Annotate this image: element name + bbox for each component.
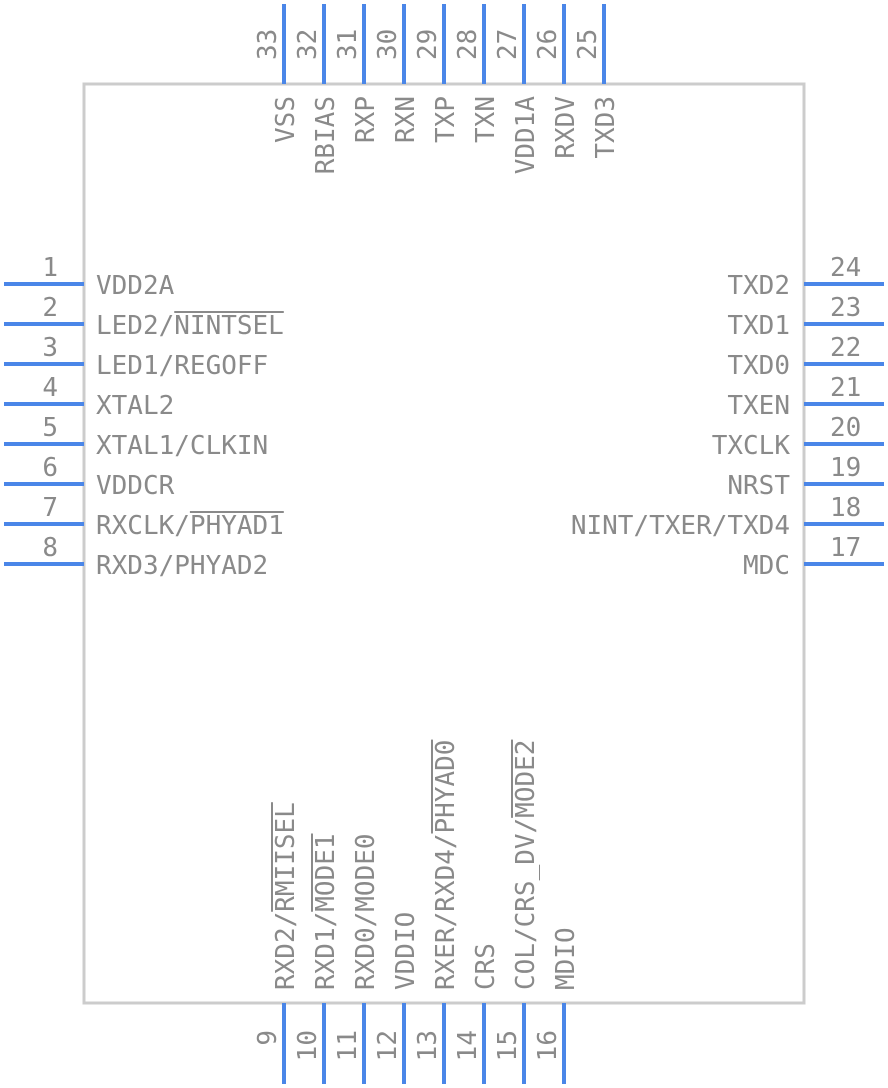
pin-label: NRST [727, 471, 790, 501]
pin-label: VDDCR [96, 471, 175, 501]
pin-number: 26 [533, 29, 563, 60]
pin-number: 27 [493, 29, 523, 60]
pin-label: MDIO [551, 927, 581, 990]
pin-label: VDD1A [511, 96, 541, 175]
pin-label: RXER/RXD4/PHYAD0 [431, 740, 461, 990]
pin-label: RXDV [551, 96, 581, 159]
pin-label: MDC [743, 551, 790, 581]
pin-number: 32 [293, 29, 323, 60]
pin-label: VSS [271, 96, 301, 143]
pin-label: XTAL1/CLKIN [96, 431, 268, 461]
pin-number: 12 [373, 1030, 403, 1061]
pin-number: 15 [493, 1030, 523, 1061]
pin-number: 10 [293, 1030, 323, 1061]
pin-number: 17 [830, 533, 861, 563]
pin-label: RXCLK/PHYAD1 [96, 511, 284, 541]
pin-number: 8 [42, 533, 58, 563]
pin-label: XTAL2 [96, 391, 174, 421]
pin-number: 5 [42, 413, 58, 443]
pin-label: RXN [391, 96, 421, 143]
pin-label: TXN [471, 96, 501, 143]
pin-number: 28 [453, 29, 483, 60]
pin-label: TXP [431, 96, 461, 143]
pin-label: TXD3 [591, 96, 621, 159]
pin-number: 1 [42, 253, 58, 283]
pin-label: LED1/REGOFF [96, 351, 268, 381]
pin-number: 11 [333, 1030, 363, 1061]
pin-number: 14 [453, 1030, 483, 1061]
pin-number: 31 [333, 29, 363, 60]
pin-label: LED2/NINTSEL [96, 311, 284, 341]
pin-label: TXD0 [727, 351, 790, 381]
pin-label: RXD1/MODE1 [311, 833, 341, 990]
pin-label: COL/CRS_DV/MODE2 [511, 740, 541, 990]
pin-number: 9 [253, 1030, 283, 1046]
pin-number: 33 [253, 29, 283, 60]
pin-number: 7 [42, 493, 58, 523]
pin-label: RXD3/PHYAD2 [96, 551, 268, 581]
pin-number: 20 [830, 413, 861, 443]
pin-label: RXD2/RMIISEL [271, 802, 301, 990]
pin-number: 3 [42, 333, 58, 363]
pin-number: 30 [373, 29, 403, 60]
pin-number: 29 [413, 29, 443, 60]
pin-label: TXEN [727, 391, 790, 421]
pin-label: TXD1 [727, 311, 790, 341]
pin-number: 6 [42, 453, 58, 483]
pin-label: TXD2 [727, 271, 790, 301]
pin-label: NINT/TXER/TXD4 [571, 511, 790, 541]
pin-label: VDD2A [96, 271, 175, 301]
pin-number: 16 [533, 1030, 563, 1061]
pin-number: 4 [42, 373, 58, 403]
pin-label: RBIAS [311, 96, 341, 174]
pin-number: 22 [830, 333, 861, 363]
pin-label: CRS [471, 943, 501, 990]
pin-label: RXP [351, 96, 381, 143]
pin-number: 18 [830, 493, 861, 523]
pin-label: RXD0/MODE0 [351, 833, 381, 990]
pin-number: 13 [413, 1030, 443, 1061]
pin-number: 24 [830, 253, 861, 283]
pin-label: TXCLK [712, 431, 791, 461]
pin-number: 21 [830, 373, 861, 403]
pin-number: 23 [830, 293, 861, 323]
pin-number: 25 [573, 29, 603, 60]
pin-number: 19 [830, 453, 861, 483]
pin-label: VDDIO [391, 912, 421, 990]
pin-number: 2 [42, 293, 58, 323]
